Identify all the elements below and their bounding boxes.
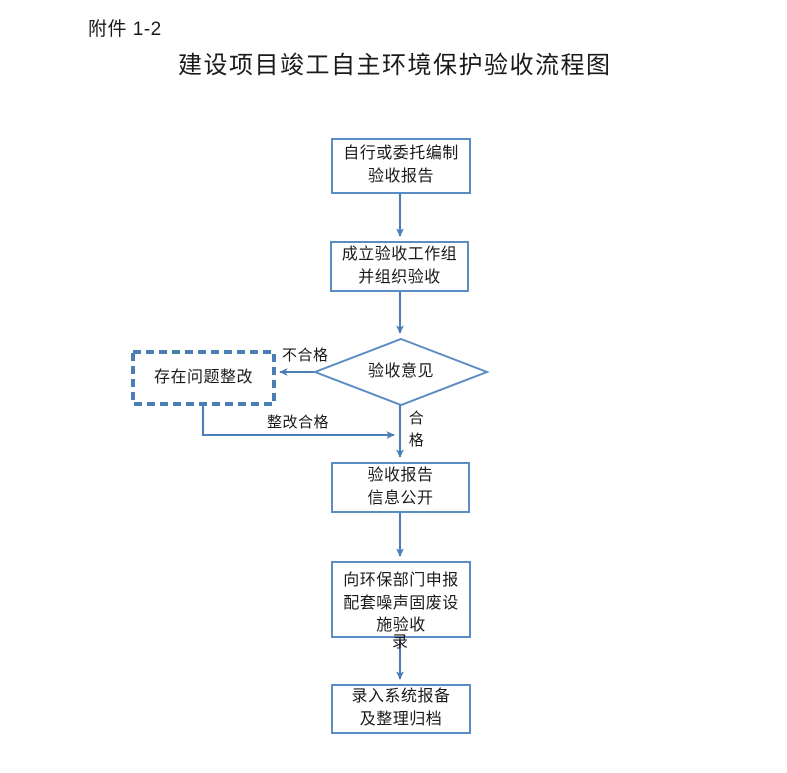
node-report-to-environmental-department <box>331 561 471 638</box>
node-acceptance-opinion-decision <box>312 337 490 407</box>
node-publish-acceptance-report <box>331 462 470 513</box>
page-title: 建设项目竣工自主环境保护验收流程图 <box>178 53 612 79</box>
node-prepare-acceptance-report <box>331 138 471 194</box>
node-establish-acceptance-group <box>330 241 469 292</box>
attachment-label: 附件 1-2 <box>88 19 162 40</box>
node-rectify-issues <box>131 350 276 406</box>
node-enter-system-and-archive <box>331 684 471 734</box>
connector-n4-n5-rectified <box>201 404 395 439</box>
